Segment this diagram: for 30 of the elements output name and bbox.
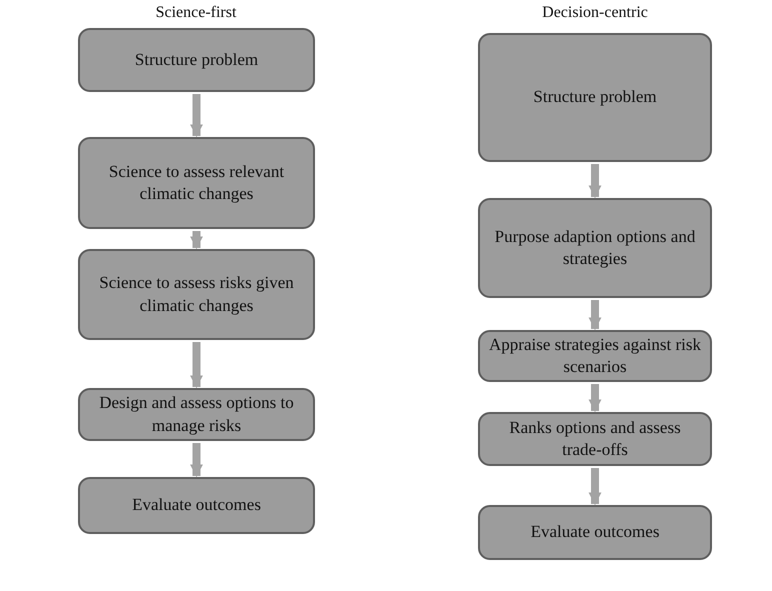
- step-text: Evaluate outcomes: [530, 521, 660, 544]
- arrow: [588, 384, 602, 412]
- arrow: [190, 342, 203, 388]
- column-heading: Decision-centric: [542, 4, 648, 22]
- process-box: [78, 249, 315, 340]
- process-box: [478, 330, 712, 382]
- step-text: Purpose adaption options and strategies: [494, 226, 696, 270]
- step-text: Structure problem: [134, 48, 258, 71]
- arrow: [588, 300, 602, 330]
- arrow: [190, 443, 203, 478]
- process-box: [78, 28, 315, 92]
- step-text: Appraise strategies against risk scenarios: [488, 334, 702, 378]
- arrow: [190, 94, 203, 138]
- process-box: [478, 33, 712, 162]
- arrow: [190, 231, 203, 250]
- arrow: [588, 164, 602, 198]
- step-text: Science to assess risks given climatic changes: [98, 272, 295, 317]
- process-box: [78, 388, 315, 441]
- process-box: [78, 137, 315, 229]
- step-text: Science to assess relevant climatic changes: [108, 160, 286, 205]
- step-text: Ranks options and assess trade-offs: [508, 416, 682, 461]
- arrow: [588, 468, 602, 506]
- process-box: [78, 477, 315, 534]
- column-heading: Science-first: [156, 4, 236, 22]
- process-box: [478, 505, 712, 560]
- process-box: [478, 412, 712, 466]
- step-text: Evaluate outcomes: [132, 494, 261, 516]
- step-text: Design and assess options to manage risks: [98, 392, 295, 437]
- step-text: Structure problem: [533, 86, 657, 108]
- process-box: [478, 198, 712, 298]
